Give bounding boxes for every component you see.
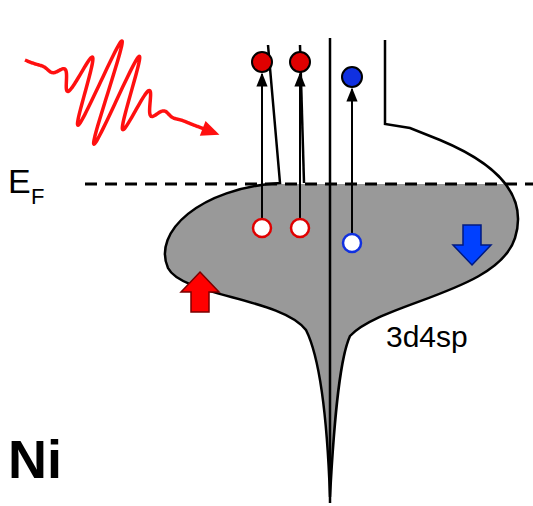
hole — [253, 219, 271, 237]
excitation-arrow — [351, 89, 353, 233]
spin-axis — [329, 38, 332, 503]
fermi-subscript: F — [31, 186, 44, 208]
element-label: Ni — [8, 432, 62, 486]
fermi-level — [85, 183, 533, 186]
spin-down-arrow — [453, 225, 491, 265]
laser-wave — [25, 41, 212, 144]
dos-outline — [165, 40, 518, 497]
laser-pulse — [25, 41, 219, 144]
spin-up-arrow — [181, 272, 219, 312]
excitation-arrow — [261, 74, 263, 218]
band-label: 3d4sp — [386, 322, 468, 352]
electron — [290, 52, 310, 72]
hole — [343, 234, 361, 252]
electron — [342, 67, 362, 87]
occupied-states — [165, 184, 518, 497]
excitation-arrow — [299, 74, 301, 218]
hole — [291, 219, 309, 237]
electron — [252, 52, 272, 72]
fermi-energy-symbol: E — [8, 164, 31, 198]
laser-arrowhead — [200, 121, 220, 136]
